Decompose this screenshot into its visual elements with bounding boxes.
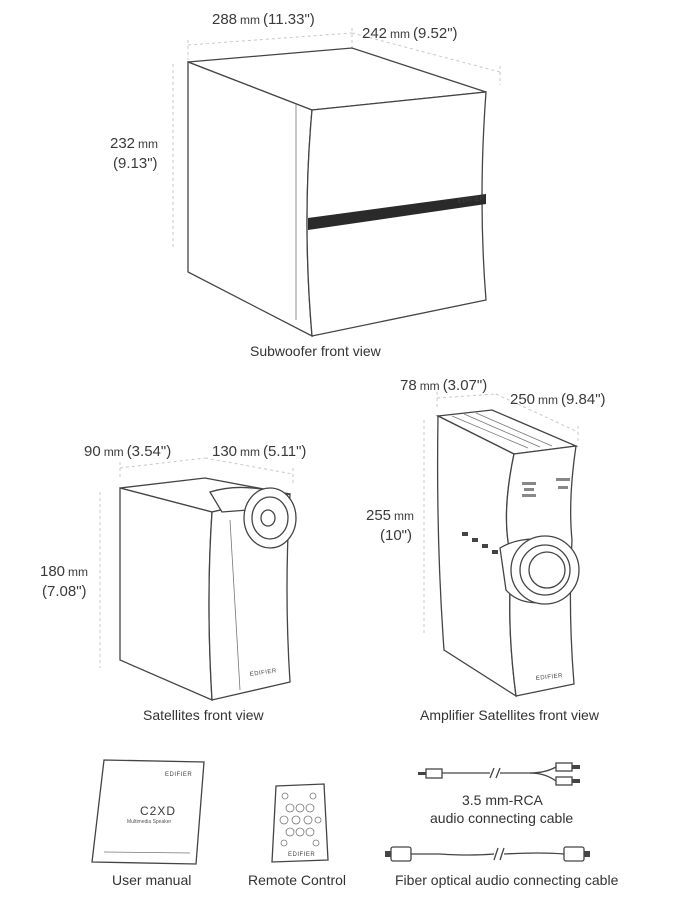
optical-cable-break — [493, 847, 505, 861]
satellite-driver-cap — [260, 509, 276, 527]
optical-plug-right-tip — [584, 851, 590, 857]
satellite-brand-logo: EDIFIER — [249, 668, 277, 678]
satellite-height-inch: (7.08") — [42, 583, 87, 600]
manual-booklet — [91, 759, 205, 865]
optical-cable-drawing: Fiber optical audio connecting cable — [385, 846, 619, 888]
subwoofer-width-dimline — [187, 32, 353, 46]
rca-jack-tip — [418, 772, 426, 775]
remote-body — [271, 783, 329, 863]
manual-caption: User manual — [112, 872, 191, 888]
satellite-edge-line — [229, 519, 241, 691]
remote-control-drawing: EDIFIER Remote Control — [248, 783, 346, 888]
amplifier-height-inch: (10") — [380, 527, 412, 544]
subwoofer-side-face — [187, 61, 313, 338]
rca-caption-line2: audio connecting cable — [430, 810, 573, 826]
rca-jack-plug — [425, 768, 443, 779]
amplifier-side-ports — [462, 532, 498, 554]
optical-caption: Fiber optical audio connecting cable — [395, 872, 619, 888]
satellite-width-dimline — [204, 457, 294, 475]
subwoofer-height-inch: (9.13") — [113, 155, 158, 172]
subwoofer-depth-dimline — [351, 32, 501, 73]
manual-brand: EDIFIER — [165, 772, 192, 778]
remote-buttons — [279, 792, 322, 847]
amplifier-volume-knob — [528, 551, 566, 589]
rca-caption-line1: 3.5 mm-RCA — [462, 792, 544, 808]
optical-cable-left — [411, 853, 495, 856]
satellite-depth-dimline — [119, 457, 206, 469]
satellite-driver-ring — [251, 496, 289, 540]
manual-subtitle: Multimedia Speaker — [127, 819, 172, 825]
rca-plug-top-tip — [572, 765, 580, 769]
rca-cable-drawing: 3.5 mm-RCA audio connecting cable — [418, 762, 580, 826]
rca-split-bottom — [529, 772, 557, 782]
user-manual-drawing: EDIFIER C2XD Multimedia Speaker User man… — [91, 759, 205, 888]
optical-cable-right — [503, 852, 565, 855]
amplifier-width-dimline — [436, 393, 497, 399]
remote-caption: Remote Control — [248, 872, 346, 888]
rca-plug-bottom-tip — [572, 779, 580, 783]
rca-plug-bottom — [555, 776, 573, 786]
amplifier-top-ridges — [451, 412, 553, 449]
amplifier-knob-inner-ring — [519, 544, 571, 596]
optical-plug-left — [390, 846, 412, 862]
manual-footer-line — [103, 851, 191, 854]
optical-plug-left-tip — [385, 851, 391, 857]
satellite-side-face — [119, 487, 213, 702]
manual-model: C2XD — [140, 804, 176, 818]
subwoofer-caption: Subwoofer front view — [250, 343, 382, 359]
amplifier-indicator-text — [522, 478, 570, 497]
rca-split-top — [529, 766, 557, 774]
rca-plug-top — [555, 762, 573, 772]
amplifier-brand-logo: EDIFIER — [536, 673, 564, 682]
subwoofer-brand-logo: EDIFIER — [458, 196, 486, 205]
rca-cable-break — [489, 767, 501, 779]
satellite-caption: Satellites front view — [143, 707, 264, 723]
amplifier-caption: Amplifier Satellites front view — [420, 707, 600, 723]
optical-plug-right — [563, 846, 585, 862]
remote-brand: EDIFIER — [288, 852, 315, 858]
subwoofer-front-band — [308, 194, 486, 230]
